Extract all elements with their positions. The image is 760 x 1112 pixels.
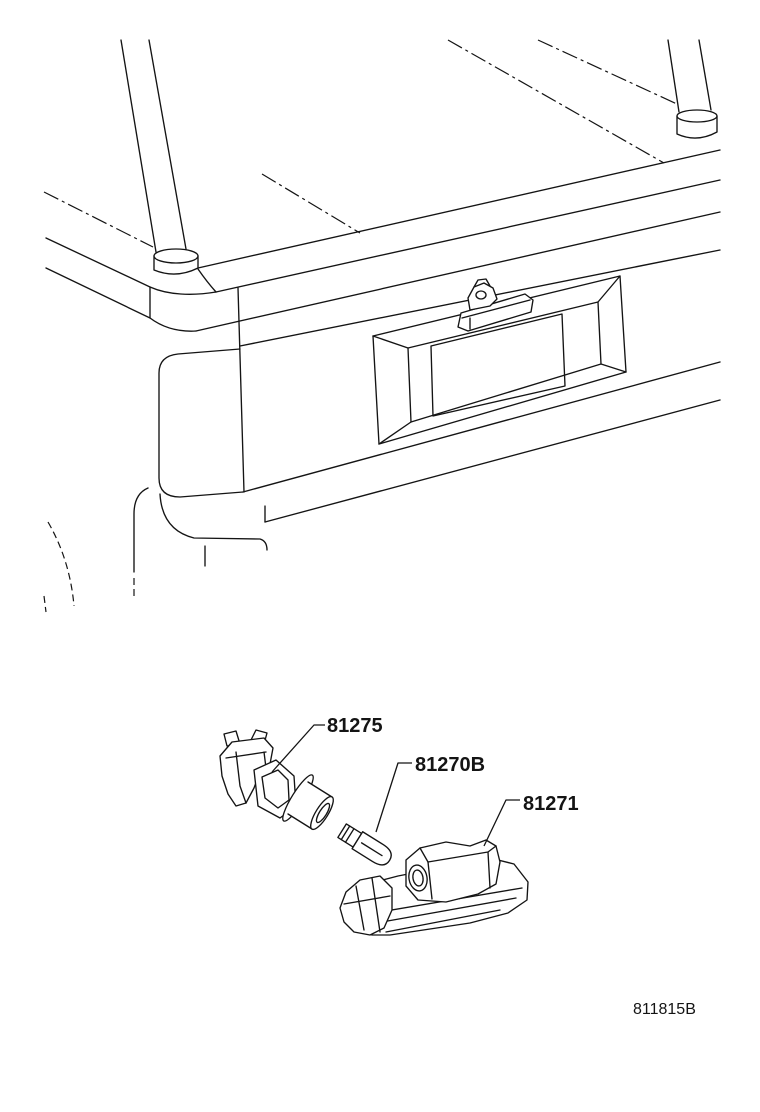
mount-facet bbox=[419, 845, 497, 863]
socket-cylinder-edge bbox=[307, 781, 333, 798]
post-edge bbox=[120, 39, 157, 253]
figure-code: 811815B bbox=[633, 1001, 696, 1018]
vehicle-rear-view bbox=[43, 39, 721, 613]
phantom-line bbox=[43, 191, 154, 248]
left-rollbar-post bbox=[120, 39, 199, 275]
recess-bevel bbox=[378, 421, 412, 445]
license-plate-recess bbox=[372, 275, 627, 445]
phantom-line bbox=[537, 39, 678, 105]
leader-line-bulb bbox=[375, 762, 412, 833]
post-base-top bbox=[153, 248, 199, 264]
lamp-housing-part bbox=[339, 839, 529, 936]
leader-line-lamp bbox=[483, 799, 520, 847]
phantom-lines bbox=[43, 39, 678, 248]
recess-bevel bbox=[597, 275, 621, 303]
license-plate-area bbox=[430, 313, 566, 417]
bulb-base-ridge bbox=[340, 825, 351, 841]
mounting-clip bbox=[339, 875, 393, 936]
socket-cylinder-edge bbox=[287, 813, 313, 830]
bulb-glass bbox=[351, 831, 392, 866]
callouts: 81275 81270B 81271 bbox=[271, 715, 579, 847]
lamp-socket-connector bbox=[473, 278, 491, 288]
tail-lamp-outline bbox=[158, 348, 244, 498]
body-corner-edge bbox=[133, 487, 149, 573]
post-base-top bbox=[676, 109, 718, 123]
lens-rib bbox=[381, 897, 517, 923]
pillar-edge bbox=[237, 287, 245, 493]
tailgate-lower-line bbox=[242, 361, 721, 493]
bulb-filament bbox=[360, 842, 383, 857]
leader-line-socket bbox=[271, 724, 325, 773]
connector-detail bbox=[225, 751, 267, 759]
lamp-socket bbox=[467, 282, 498, 311]
bumper-corner bbox=[133, 487, 268, 598]
right-rollbar-post bbox=[667, 39, 718, 139]
mount-facet bbox=[487, 851, 491, 889]
rail-lower-edge bbox=[195, 211, 721, 332]
wheel-arch-line bbox=[47, 521, 75, 607]
bumper-top-edge bbox=[159, 493, 268, 551]
socket-hole bbox=[408, 864, 428, 892]
socket-body-face bbox=[261, 769, 290, 809]
lamp-ridge bbox=[461, 299, 531, 319]
callout-label-bulb: 81270B bbox=[415, 754, 485, 776]
post-edge bbox=[698, 39, 712, 111]
mount-facet bbox=[427, 861, 433, 900]
rail-back-edge bbox=[197, 149, 721, 269]
socket-part bbox=[219, 729, 334, 831]
recess-bevel bbox=[372, 335, 409, 349]
socket-opening bbox=[315, 802, 331, 824]
bulb-base-ridge bbox=[344, 828, 355, 843]
socket-cylinder-fill bbox=[288, 782, 332, 829]
phantom-line bbox=[447, 39, 665, 164]
wheel-arch-line bbox=[43, 595, 47, 613]
bulb-part bbox=[337, 823, 392, 866]
callout-label-socket: 81275 bbox=[327, 715, 383, 737]
bed-corner-cap bbox=[45, 237, 217, 332]
phantom-line bbox=[261, 173, 361, 234]
rail-end bbox=[197, 268, 217, 293]
clip-detail bbox=[355, 885, 365, 931]
connector-detail bbox=[235, 751, 247, 804]
rail-front-edge bbox=[215, 179, 721, 293]
callout-label-lamp: 81271 bbox=[523, 793, 579, 815]
wheel-arch bbox=[43, 521, 75, 613]
post-edge bbox=[148, 39, 187, 250]
socket-hole-inner bbox=[412, 869, 424, 887]
lens-rib bbox=[385, 909, 501, 933]
lamp-socket-ring bbox=[475, 290, 487, 300]
lamp-housing bbox=[457, 293, 534, 332]
clip-detail bbox=[371, 877, 381, 933]
clip-detail bbox=[343, 895, 391, 905]
post-edge bbox=[667, 39, 680, 113]
socket-mount-block bbox=[405, 839, 501, 903]
rear-quarter-pillar bbox=[158, 287, 245, 498]
license-lamp-installed bbox=[457, 278, 534, 332]
recess-bevel bbox=[600, 363, 627, 373]
tailgate-top-rail bbox=[195, 149, 721, 332]
tailgate-bottom-line bbox=[264, 399, 721, 523]
